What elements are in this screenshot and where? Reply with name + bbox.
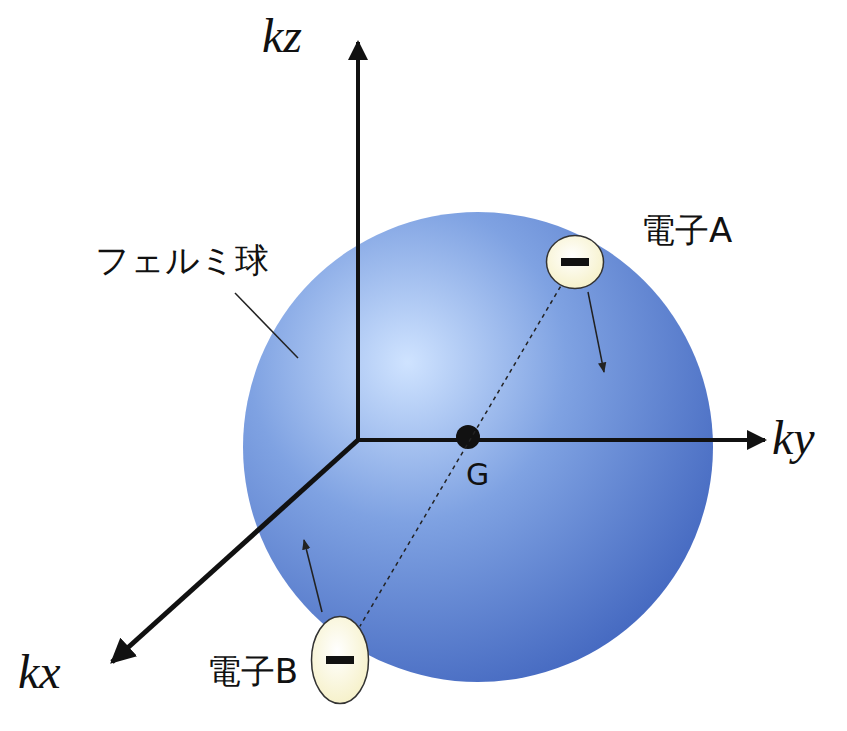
- sphere-label: フェルミ球: [95, 242, 269, 279]
- point-label: G: [466, 458, 489, 491]
- fermi-sphere: [243, 212, 713, 682]
- axis-label: kz: [262, 10, 302, 63]
- electron-label: 電子A: [641, 212, 732, 249]
- center-point: [456, 425, 480, 449]
- ky-axis: [358, 438, 765, 442]
- minus-sign: [561, 258, 589, 266]
- minus-sign: [326, 656, 354, 664]
- velocity-arrow: [304, 540, 322, 612]
- axis-label: ky: [772, 412, 815, 465]
- electron: 電子A: [545, 234, 605, 290]
- electron: 電子B: [310, 615, 370, 705]
- kz-axis: [356, 42, 360, 440]
- leader-line: [235, 293, 298, 358]
- dashed-connector: [360, 287, 561, 627]
- axis-label: kx: [18, 646, 61, 699]
- electron-label: 電子B: [207, 653, 298, 690]
- electron-symbol: [545, 234, 605, 290]
- velocity-arrow: [588, 292, 604, 372]
- electron-symbol: [310, 615, 370, 705]
